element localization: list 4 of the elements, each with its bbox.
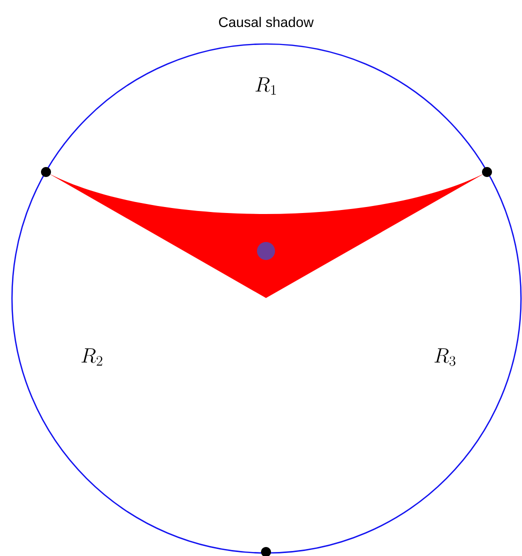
diagram-title: Causal shadow xyxy=(219,16,314,28)
region-label: $R_2$ xyxy=(82,348,102,366)
region-label: $R_3$ xyxy=(434,348,456,366)
region-label: $R_1$ xyxy=(256,77,276,95)
